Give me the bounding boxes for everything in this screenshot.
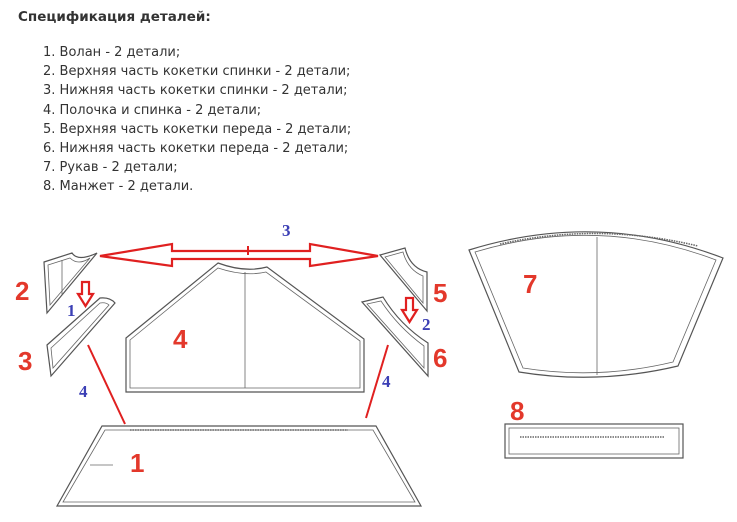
seam-label: 2 [422,315,431,334]
seam-label: 1 [67,301,76,320]
spec-item: 8. Манжет - 2 детали. [43,179,194,195]
piece-4 [125,262,365,393]
spec-item: 6. Нижняя часть кокетки переда - 2 детал… [43,141,349,157]
piece-label: 2 [15,276,29,306]
piece-label: 7 [523,269,537,299]
spec-list: 1. Волан - 2 детали; 2. Верхняя часть ко… [43,43,351,197]
piece-7 [468,231,724,378]
piece-label: 5 [433,278,447,308]
spec-item: 4. Полочка и спинка - 2 детали; [43,102,262,118]
seam-label: 4 [79,382,88,401]
down-arrow-2 [400,296,419,325]
piece-label: 3 [18,346,32,376]
spec-item: 2. Верхняя часть кокетки спинки - 2 дета… [43,64,351,80]
piece-label: 1 [130,448,144,478]
seam-label: 4 [382,372,391,391]
connector-line-right [365,344,389,419]
piece-label: 4 [173,324,188,354]
piece-label: 6 [433,343,447,373]
spec-item: 5. Верхняя часть кокетки переда - 2 дета… [43,121,352,137]
down-arrow-1 [76,280,95,309]
piece-2 [43,252,98,315]
connector-line-left [87,344,126,425]
spec-item: 1. Волан - 2 детали; [43,45,181,60]
seam-label: 3 [282,221,291,240]
piece-8 [504,423,684,459]
spec-item: 3. Нижняя часть кокетки спинки - 2 детал… [43,83,348,99]
spec-item: 7. Рукав - 2 детали; [43,160,178,176]
double-arrow [99,242,379,268]
piece-label: 8 [510,396,524,426]
piece-6 [360,296,429,378]
spec-title: Спецификация деталей: [18,9,211,25]
piece-5 [378,247,428,313]
piece-1 [55,425,423,507]
piece-3 [46,297,116,378]
